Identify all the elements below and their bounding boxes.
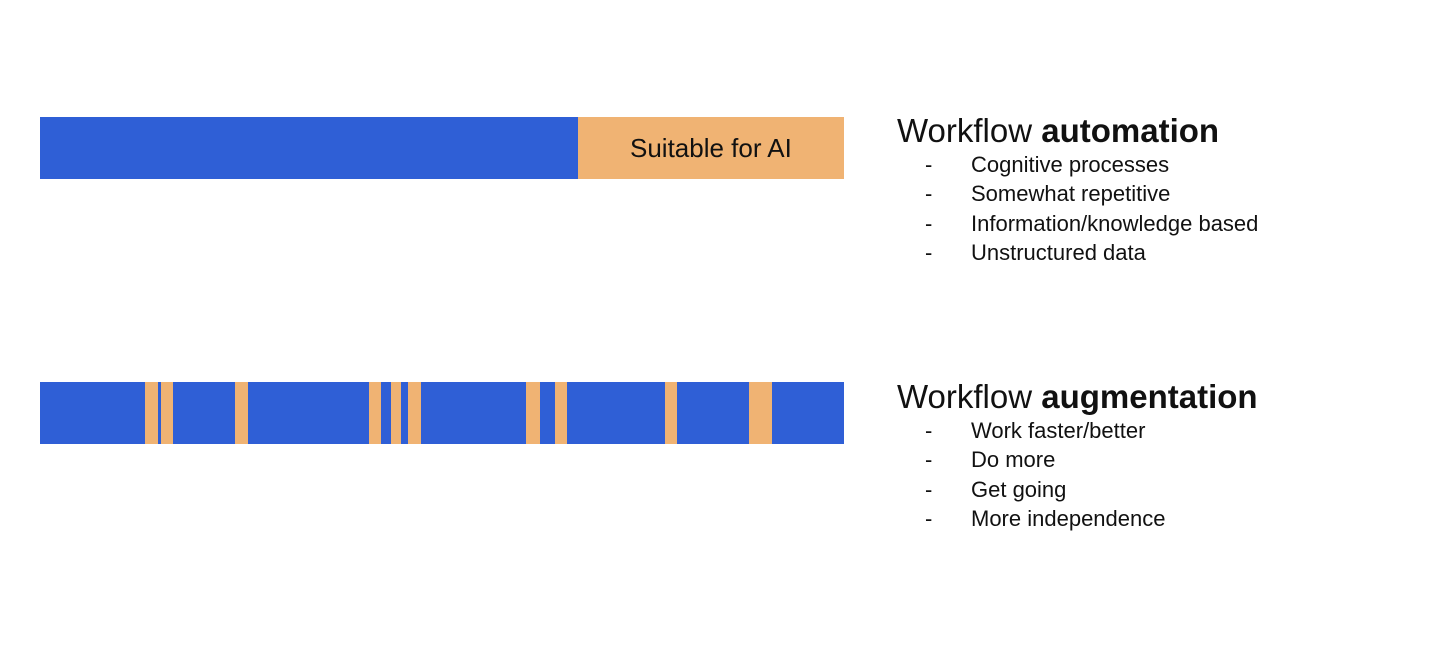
augmentation-bar-ai-stripe	[749, 382, 773, 444]
augmentation-bullet-list: -Work faster/better -Do more -Get going …	[897, 416, 1258, 533]
list-item: - Do more	[897, 445, 1258, 474]
bullet-text: Information/knowledge based	[971, 210, 1259, 236]
bullet-dash: -	[925, 505, 933, 531]
bullet-dash: -	[925, 152, 933, 177]
augmentation-bar-ai-stripe	[664, 382, 677, 444]
augmentation-bar-ai-stripe	[144, 382, 159, 444]
list-item: - Information/knowledge based	[897, 209, 1258, 238]
augmentation-section: Workflow augmentation - Work faster/bette…	[897, 378, 1258, 533]
augmentation-bar-ai-stripe	[235, 382, 249, 444]
bullet-dash: -	[925, 447, 933, 473]
bullet-dash: -	[925, 476, 933, 502]
bullet-dash: -	[925, 210, 933, 236]
list-item: - Cognitive processes	[897, 150, 1258, 179]
bullet-dash: -	[925, 181, 933, 207]
augmentation-title: Workflow augmentation	[897, 378, 1258, 416]
augmentation-bar-ai-stripe	[161, 382, 174, 444]
list-item: - Get going	[897, 475, 1258, 504]
augmentation-bar-ai-stripe	[390, 382, 401, 444]
automation-title-prefix: Workflow	[897, 112, 1033, 149]
automation-bar-ai-label: Suitable for AI	[629, 132, 792, 163]
bullet-text: Cognitive processes	[971, 152, 1170, 177]
augmentation-bar-ai-stripe	[526, 382, 541, 444]
list-item: - Somewhat repetitive	[897, 179, 1258, 208]
automation-bar-ai-segment	[577, 117, 844, 179]
list-item: - Work faster/better	[897, 416, 1258, 445]
automation-bar: Suitable for AI	[40, 117, 844, 179]
automation-bullet-list: - Cognitive processes - Somewhat repetitiv…	[897, 150, 1258, 267]
automation-bar-human-segment	[40, 117, 578, 179]
bullet-text: Somewhat repetitive	[971, 181, 1171, 207]
bullet-text: Unstructured data	[971, 239, 1146, 265]
bullet-text: Work faster/better	[971, 418, 1146, 443]
bullet-dash: -	[925, 418, 933, 443]
list-item: - Unstructured data	[897, 238, 1258, 267]
augmentation-bar-ai-stripe	[408, 382, 422, 444]
augmentation-bar	[40, 382, 844, 444]
bullet-text: Get going	[971, 476, 1067, 502]
automation-title: Workflow automation	[897, 112, 1258, 150]
bullet-dash: -	[925, 239, 933, 265]
list-item: - More independence	[897, 504, 1258, 533]
augmentation-bar-ai-stripe	[554, 382, 567, 444]
automation-title-strong: automation	[1041, 112, 1220, 149]
augmentation-title-strong: augmentation	[1041, 378, 1258, 415]
automation-section: Workflow automation - Cognitive processes…	[897, 112, 1258, 267]
augmentation-title-prefix: Workflow	[897, 378, 1033, 415]
bullet-text: More independence	[971, 505, 1166, 531]
bullet-text: Do more	[971, 447, 1056, 473]
augmentation-bar-ai-stripe	[368, 382, 381, 444]
